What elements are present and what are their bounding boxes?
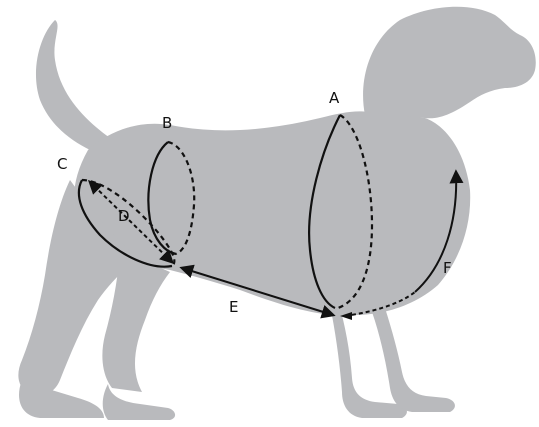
label-b: B (162, 114, 172, 132)
measure-d-arrow (87, 180, 175, 264)
label-c: C (57, 155, 67, 173)
label-e: E (229, 298, 238, 316)
measure-b-back-curve (167, 140, 196, 256)
label-f: F (443, 259, 452, 277)
label-a: A (329, 89, 340, 107)
measure-f-arrow (414, 169, 464, 293)
dog-silhouette (18, 6, 536, 420)
label-d: D (118, 207, 130, 225)
measure-f-dashed-part (344, 291, 416, 317)
measure-e-arrow (179, 264, 336, 319)
measure-f-start-marker (340, 312, 352, 320)
measure-a-back-curve (337, 114, 374, 310)
